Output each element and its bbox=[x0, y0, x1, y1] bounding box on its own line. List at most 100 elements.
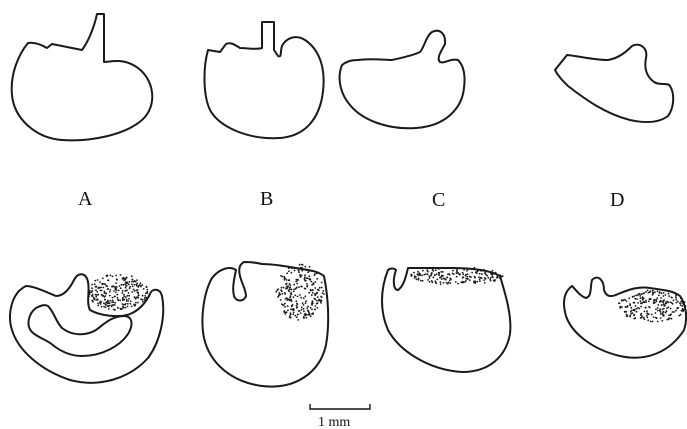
stipple-dot bbox=[644, 311, 646, 313]
stipple-dot bbox=[298, 286, 300, 288]
stipple-dot bbox=[107, 288, 109, 290]
stipple-dot bbox=[301, 270, 303, 272]
stipple-dot bbox=[316, 307, 318, 309]
stipple-dot bbox=[306, 307, 308, 309]
stipple-dot bbox=[462, 277, 464, 279]
stipple-dot bbox=[304, 266, 306, 268]
stipple-dot bbox=[304, 288, 306, 290]
stipple-dot bbox=[619, 302, 621, 304]
stipple-dot bbox=[290, 293, 292, 295]
stipple-dot bbox=[442, 271, 444, 273]
stipple-dot bbox=[483, 279, 485, 281]
stipple-dot bbox=[314, 305, 316, 307]
stipple-dot bbox=[104, 291, 106, 293]
stipple-dot bbox=[135, 298, 137, 300]
stipple-dot bbox=[434, 267, 436, 269]
stipple-dot bbox=[440, 277, 442, 279]
stipple-dot bbox=[89, 290, 91, 292]
stipple-dot bbox=[321, 282, 323, 284]
stipple-dot bbox=[124, 304, 126, 306]
panel-label-b: B bbox=[260, 188, 273, 210]
stipple-dot bbox=[431, 281, 433, 283]
stipple-patch-a bbox=[88, 274, 148, 311]
stipple-dot bbox=[297, 314, 299, 316]
stipple-dot bbox=[123, 295, 125, 297]
stipple-dot bbox=[422, 280, 424, 282]
stipple-dot bbox=[300, 312, 302, 314]
stipple-dot bbox=[641, 315, 643, 317]
stipple-dot bbox=[281, 287, 283, 289]
stipple-dot bbox=[123, 307, 125, 309]
stipple-dot bbox=[484, 282, 486, 284]
stipple-dot bbox=[311, 294, 313, 296]
stipple-dot bbox=[130, 303, 132, 305]
stipple-dot bbox=[291, 272, 293, 274]
stipple-dot bbox=[109, 302, 111, 304]
stipple-dot bbox=[666, 319, 668, 321]
stipple-dot bbox=[109, 305, 111, 307]
outline-top-b bbox=[204, 22, 323, 138]
stipple-dot bbox=[98, 287, 100, 289]
stipple-dot bbox=[663, 299, 665, 301]
stipple-dot bbox=[416, 278, 418, 280]
stipple-dot bbox=[140, 282, 142, 284]
stipple-dot bbox=[127, 306, 129, 308]
stipple-dot bbox=[487, 277, 489, 279]
stipple-dot bbox=[286, 283, 288, 285]
stipple-dot bbox=[434, 274, 436, 276]
stipple-dot bbox=[657, 310, 659, 312]
stipple-dot bbox=[462, 272, 464, 274]
stipple-dot bbox=[126, 299, 128, 301]
stipple-dot bbox=[429, 281, 431, 283]
stipple-dot bbox=[89, 292, 91, 294]
stipple-dot bbox=[675, 310, 677, 312]
stipple-dot bbox=[119, 300, 121, 302]
stipple-patch-c bbox=[410, 267, 503, 285]
stipple-dot bbox=[297, 296, 299, 298]
stipple-dot bbox=[305, 269, 307, 271]
stipple-dot bbox=[476, 272, 478, 274]
stipple-dot bbox=[320, 302, 322, 304]
stipple-dot bbox=[285, 288, 287, 290]
outline-bottom-d bbox=[564, 278, 686, 358]
stipple-dot bbox=[452, 273, 454, 275]
stipple-dot bbox=[660, 297, 662, 299]
stipple-dot bbox=[660, 317, 662, 319]
stipple-dot bbox=[284, 310, 286, 312]
stipple-dot bbox=[103, 302, 105, 304]
stipple-dot bbox=[307, 278, 309, 280]
stipple-dot bbox=[430, 275, 432, 277]
stipple-dot bbox=[283, 287, 285, 289]
stipple-dot bbox=[629, 304, 631, 306]
stipple-dot bbox=[675, 294, 677, 296]
stipple-dot bbox=[316, 300, 318, 302]
stipple-dot bbox=[101, 306, 103, 308]
stipple-dot bbox=[635, 294, 637, 296]
stipple-dot bbox=[477, 270, 479, 272]
stipple-dot bbox=[668, 295, 670, 297]
stipple-dot bbox=[111, 301, 113, 303]
stipple-dot bbox=[652, 321, 654, 323]
stipple-dot bbox=[673, 311, 675, 313]
stipple-dot bbox=[295, 300, 297, 302]
stipple-dot bbox=[311, 281, 313, 283]
panel-label-d: D bbox=[610, 189, 624, 211]
stipple-dot bbox=[665, 311, 667, 313]
stipple-dot bbox=[121, 284, 123, 286]
stipple-dot bbox=[296, 316, 298, 318]
stipple-dot bbox=[655, 299, 657, 301]
stipple-dot bbox=[115, 275, 117, 277]
stipple-dot bbox=[290, 299, 292, 301]
stipple-dot bbox=[314, 298, 316, 300]
stipple-dot bbox=[280, 299, 282, 301]
stipple-dot bbox=[115, 282, 117, 284]
stipple-dot bbox=[102, 295, 104, 297]
stipple-dot bbox=[132, 279, 134, 281]
stipple-dot bbox=[323, 290, 325, 292]
stipple-dot bbox=[296, 305, 298, 307]
stipple-dot bbox=[131, 291, 133, 293]
stipple-dot bbox=[681, 310, 683, 312]
stipple-dot bbox=[115, 288, 117, 290]
stipple-dot bbox=[640, 306, 642, 308]
